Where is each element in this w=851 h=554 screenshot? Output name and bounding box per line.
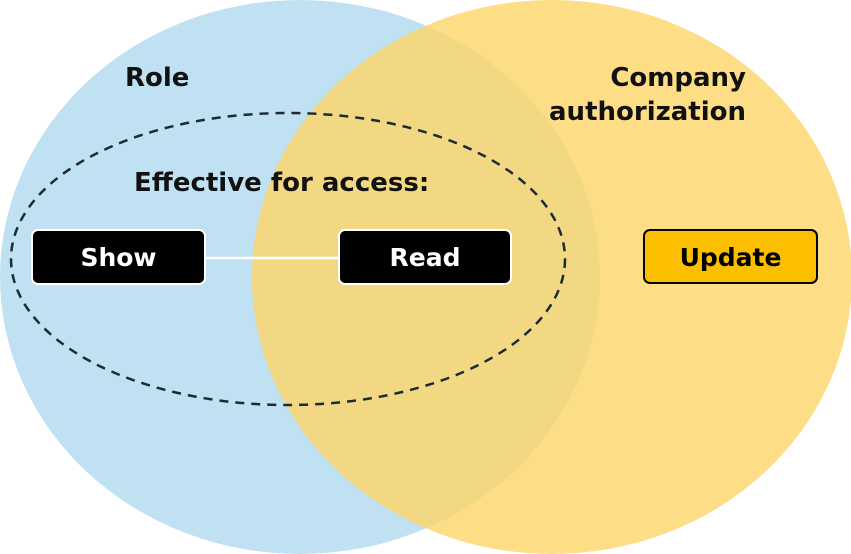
effective-access-label: Effective for access:	[134, 168, 429, 198]
read-permission-box: Read	[338, 229, 512, 285]
role-label: Role	[125, 63, 189, 93]
company-authorization-label-line1: Company	[610, 63, 746, 93]
update-permission-box: Update	[643, 229, 818, 284]
company-authorization-circle	[252, 0, 851, 554]
effective-access-outline	[9, 111, 567, 407]
show-box-background	[31, 229, 206, 285]
company-authorization-label-line2: authorization	[549, 97, 746, 127]
show-permission-box: Show	[31, 229, 206, 285]
update-box-background	[643, 229, 818, 284]
show-box-label: Show	[80, 243, 156, 272]
read-box-label: Read	[390, 243, 461, 272]
update-box-label: Update	[680, 243, 782, 272]
read-box-background	[338, 229, 512, 285]
